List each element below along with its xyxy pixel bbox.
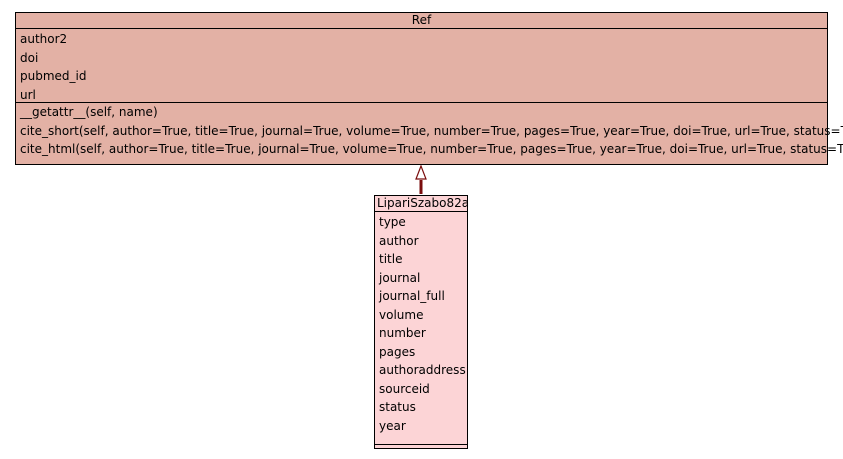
attribute: pages [379, 344, 416, 359]
class-ref-methods: __getattr__(self, name) cite_short(self,… [16, 103, 843, 160]
class-ref-title: Ref [16, 13, 827, 29]
method: cite_html(self, author=True, title=True,… [20, 142, 843, 156]
attribute: title [379, 252, 403, 266]
method: cite_short(self, author=True, title=True… [20, 123, 843, 138]
class-liparisszabo82a-methods [375, 445, 467, 452]
attribute: year [379, 418, 406, 433]
attribute: doi [20, 50, 39, 65]
attribute: pubmed_id [20, 69, 87, 83]
attribute: type [379, 215, 406, 229]
attribute: journal [379, 270, 421, 285]
attribute: number [379, 326, 426, 340]
class-liparisszabo82a-title: LipariSzabo82a [375, 196, 470, 212]
attribute: url [20, 87, 36, 102]
method: __getattr__(self, name) [20, 105, 158, 119]
attribute: volume [379, 307, 424, 322]
class-liparisszabo82a[interactable]: LipariSzabo82a type author title journal… [374, 195, 470, 452]
attribute: author [379, 233, 419, 248]
class-ref[interactable]: Ref author2 doi pubmed_id url __getattr_… [15, 12, 843, 165]
attribute: journal_full [379, 289, 445, 303]
attribute: authoraddress [379, 363, 466, 377]
attribute: sourceid [379, 381, 430, 396]
class-liparisszabo82a-attributes: type author title journal journal_full v… [375, 212, 467, 445]
attribute: author2 [20, 32, 68, 46]
inheritance-arrowhead [415, 164, 427, 180]
attribute: status [379, 400, 416, 414]
class-ref-attributes: author2 doi pubmed_id url [16, 29, 827, 103]
